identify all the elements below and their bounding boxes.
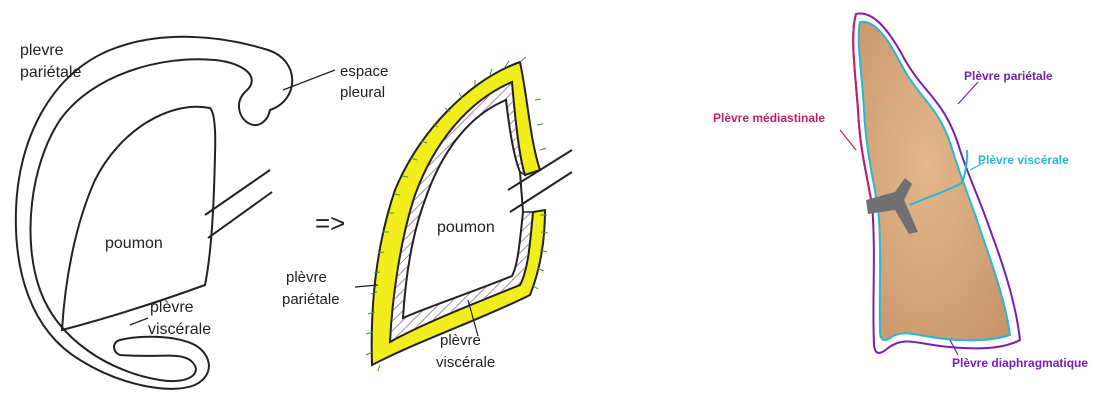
right-label-diaphragmatique: Plèvre diaphragmatique <box>952 356 1088 370</box>
right-parietale-leader <box>958 82 978 104</box>
middle-label-plevre-parietale-1: plèvre <box>286 269 327 286</box>
right-diagram <box>840 13 1020 355</box>
right-label-viscerale: Plèvre viscérale <box>978 153 1069 167</box>
left-label-plevre-viscerale-1: plèvre <box>150 299 194 316</box>
left-label-espace-pleural-1: espace <box>340 63 388 80</box>
left-lung-outline <box>62 107 215 330</box>
left-label-espace-pleural-2: pleural <box>340 84 385 101</box>
left-bronchus-lower <box>208 192 272 238</box>
left-label-plevre-viscerale-2: viscérale <box>148 321 211 338</box>
right-label-mediastinale: Plèvre médiastinale <box>713 111 825 125</box>
transition-arrow: => <box>315 208 345 238</box>
left-viscerale-leader <box>130 318 148 325</box>
left-label-plevre-parietale-2: pariétale <box>20 64 81 81</box>
middle-label-plevre-parietale-2: pariétale <box>282 291 340 308</box>
middle-label-plevre-viscerale-2: viscérale <box>436 354 495 371</box>
right-label-parietale: Plèvre pariétale <box>964 69 1053 83</box>
left-label-poumon: poumon <box>105 235 163 252</box>
right-mediastinale-leader <box>840 130 856 150</box>
middle-label-poumon: poumon <box>437 219 495 236</box>
middle-diagram <box>355 57 572 371</box>
left-label-plevre-parietale-1: plevre <box>20 42 64 59</box>
middle-label-plevre-viscerale-1: plèvre <box>440 332 481 349</box>
